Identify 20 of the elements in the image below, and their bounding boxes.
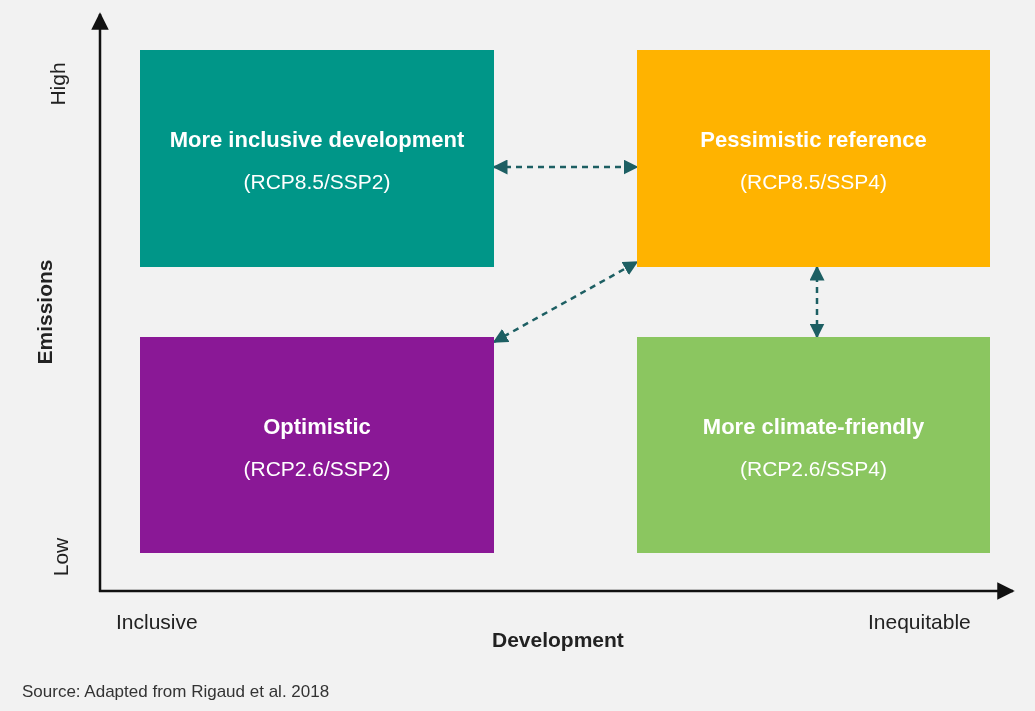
scenario-title: More climate-friendly xyxy=(702,412,925,441)
scenario-title: Pessimistic reference xyxy=(700,126,927,154)
scenario-title: Optimistic xyxy=(263,412,371,441)
axis-tick-label: High xyxy=(45,62,70,106)
scenario-code: (RCP8.5/SSP2) xyxy=(243,170,391,194)
scenario-code: (RCP2.6/SSP4) xyxy=(739,456,888,481)
scenario-box xyxy=(637,50,990,267)
axis-tick-label: Inclusive xyxy=(116,610,198,634)
scenario-title: More inclusive development xyxy=(169,126,465,154)
axis-tick-label: Low xyxy=(49,537,74,577)
axis-title: Development xyxy=(492,628,624,652)
scenario-code: (RCP2.6/SSP2) xyxy=(243,456,391,481)
scenario-box xyxy=(140,50,494,267)
axis-title: Emissions xyxy=(32,259,57,365)
double-arrow xyxy=(809,265,825,339)
source-caption: Source: Adapted from Rigaud et al. 2018 xyxy=(22,682,330,702)
scenario-box xyxy=(140,337,494,553)
axis-tick-label: Inequitable xyxy=(868,610,971,634)
scenario-code: (RCP8.5/SSP4) xyxy=(739,170,888,194)
scenario-box xyxy=(637,337,990,553)
